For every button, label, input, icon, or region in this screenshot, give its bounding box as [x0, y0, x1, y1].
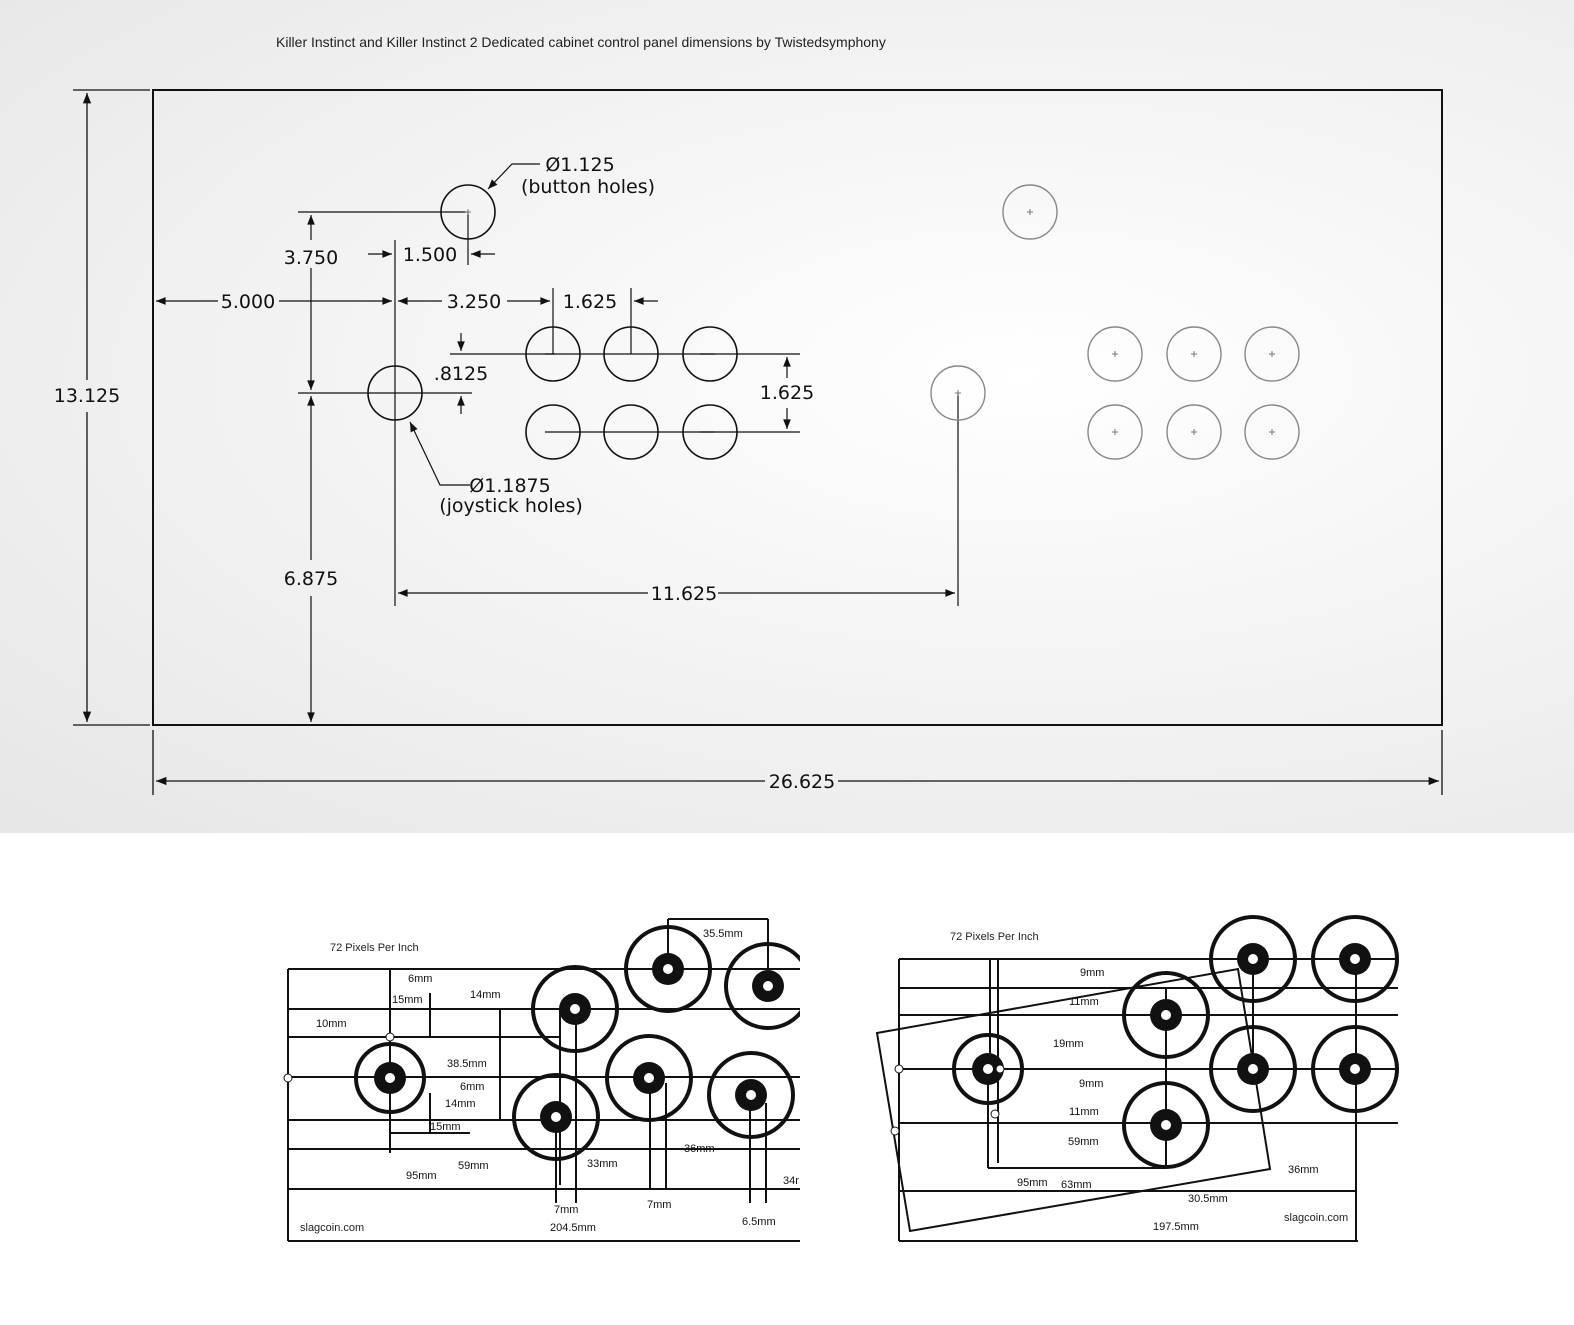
left-button-ring: [605, 1034, 693, 1122]
p1-button-hole: [603, 326, 659, 382]
p2-button-hole: [1244, 404, 1300, 460]
width-dimension: 26.625: [769, 771, 835, 793]
left-buttons: [283, 925, 812, 1161]
p2-button-hole: [1087, 326, 1143, 382]
p2-button-hole: [1087, 404, 1143, 460]
left-dim-label: 35.5mm: [703, 928, 743, 940]
top-button-height-label: 3.750: [284, 247, 338, 269]
left-dim-label: 38.5mm: [447, 1058, 487, 1070]
panel-outline: [152, 89, 1443, 726]
right-button-ring: [1311, 1025, 1399, 1113]
joystick-hole-label: (joystick holes): [439, 495, 583, 517]
right-dim-label: 59mm: [1068, 1136, 1099, 1148]
right-dim-label: 197.5mm: [1153, 1221, 1199, 1233]
edge-to-joystick-label: 5.000: [221, 291, 275, 313]
right-ppi-note: 72 Pixels Per Inch: [950, 931, 1039, 943]
left-ppi-note: 72 Pixels Per Inch: [330, 942, 419, 954]
row-offset-label: .8125: [434, 363, 488, 385]
height-dimension: 13.125: [54, 385, 120, 407]
left-dim-label: 36mm: [684, 1143, 715, 1155]
right-button-ring: [1209, 1025, 1297, 1113]
right-button-ring: [1122, 1081, 1210, 1169]
control-panel-drawing: Killer Instinct and Killer Instinct 2 De…: [0, 0, 1574, 833]
left-dim-label: 7mm: [554, 1204, 578, 1216]
joystick-hole-diameter: Ø1.1875: [469, 475, 550, 497]
left-dim-label: 34r: [783, 1175, 799, 1187]
right-buttons: [890, 915, 1399, 1169]
p1-button-hole: [682, 326, 738, 382]
right-dim-label: 11mm: [1069, 1106, 1099, 1118]
left-button-ring: [512, 1073, 600, 1161]
left-dim-label: 33mm: [587, 1158, 618, 1170]
row-spacing-label: 1.625: [760, 382, 814, 404]
right-joystick-dot: [972, 1053, 1004, 1085]
drawing-title: Killer Instinct and Killer Instinct 2 De…: [276, 34, 886, 50]
right-credit: slagcoin.com: [1284, 1212, 1348, 1224]
right-button-ring: [1209, 915, 1297, 1003]
p2-button-hole: [1166, 326, 1222, 382]
left-dim-label: 6.5mm: [742, 1216, 776, 1228]
right-button-ring: [1122, 971, 1210, 1059]
p1-button-hole: [682, 404, 738, 460]
p2-button-hole: [1244, 326, 1300, 382]
left-dim-label: 14mm: [445, 1098, 476, 1110]
right-dim-label: 9mm: [1080, 967, 1104, 979]
left-dim-label: 95mm: [406, 1170, 437, 1182]
right-joystick-ring: [952, 1033, 1024, 1105]
left-button-ring: [531, 965, 619, 1053]
right-button-dot: [1237, 1053, 1269, 1085]
left-credit: slagcoin.com: [300, 1222, 364, 1234]
left-dim-label: 15mm: [392, 994, 423, 1006]
button-hole-diameter: Ø1.125: [545, 154, 614, 176]
left-dim-label: 6mm: [460, 1081, 484, 1093]
right-button-dot: [1150, 1109, 1182, 1141]
left-button-ring: [624, 925, 712, 1013]
left-dim-label: 14mm: [470, 989, 501, 1001]
right-dim-label: 30.5mm: [1188, 1193, 1228, 1205]
right-button-dot: [1339, 943, 1371, 975]
p1-joystick-hole: [367, 365, 423, 421]
left-dim-label: 10mm: [316, 1018, 347, 1030]
p1-button-hole: [603, 404, 659, 460]
button-spacing-label: 1.625: [563, 291, 617, 313]
p2-joystick-hole: [930, 365, 986, 421]
joystick-height-label: 6.875: [284, 568, 338, 590]
left-joystick-ring: [354, 1042, 426, 1114]
player-spacing-label: 11.625: [651, 583, 717, 605]
right-dim-label: 9mm: [1079, 1078, 1103, 1090]
right-dim-label: 95mm: [1017, 1177, 1048, 1189]
left-dim-label: 15mm: [430, 1121, 461, 1133]
p1-top-button-hole: [440, 184, 496, 240]
button-hole-label: (button holes): [521, 176, 655, 198]
right-dim-label: 36mm: [1288, 1164, 1319, 1176]
right-dim-label: 63mm: [1061, 1179, 1092, 1191]
p1-button-hole: [525, 326, 581, 382]
left-button-ring: [707, 1051, 795, 1139]
right-button-dot: [1150, 999, 1182, 1031]
p2-button-hole: [1166, 404, 1222, 460]
control-panel-svg: Killer Instinct and Killer Instinct 2 De…: [54, 34, 1443, 795]
left-button-layout: 72 Pixels Per Inch: [0, 833, 816, 1320]
p1-button-hole: [525, 404, 581, 460]
p2-top-button-hole: [1002, 184, 1058, 240]
left-layout-svg: 72 Pixels Per Inch: [283, 918, 816, 1242]
left-dim-label: 59mm: [458, 1160, 489, 1172]
right-button-ring: [1311, 915, 1399, 1003]
right-dim-label: 19mm: [1053, 1038, 1084, 1050]
left-dim-label: 7mm: [647, 1199, 671, 1211]
left-dim-label: 6mm: [408, 973, 432, 985]
right-button-dot: [1339, 1053, 1371, 1085]
left-dim-label: 204.5mm: [550, 1222, 596, 1234]
right-button-dot: [1237, 943, 1269, 975]
right-dim-label: 11mm: [1069, 996, 1099, 1008]
top-button-offset-label: 1.500: [403, 244, 457, 266]
joystick-to-button-label: 3.250: [447, 291, 501, 313]
